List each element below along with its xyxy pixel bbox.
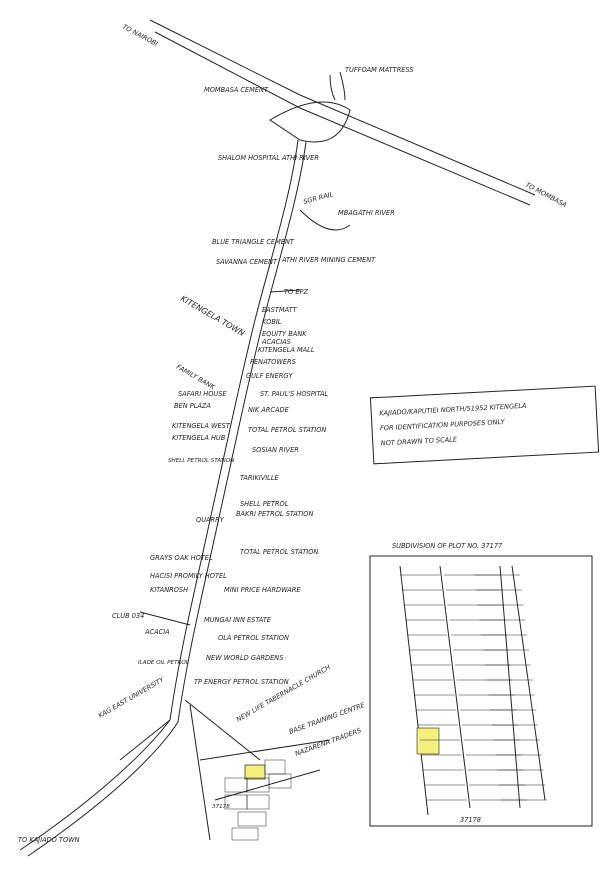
label-sosian-river: SOSIAN RIVER	[252, 446, 299, 454]
label-kag-east: KAG EAST UNIVERSITY	[97, 675, 166, 720]
label-bakri: BAKRI PETROL STATION	[236, 510, 313, 518]
map-labels: TO NAIROBI TO MOMBASA TO KAJIADO TOWN TU…	[18, 23, 569, 844]
subdivision-footer: 37178	[460, 816, 481, 824]
label-mini-price: MINI PRICE HARDWARE	[224, 586, 301, 594]
label-nik-arcade: NIK ARCADE	[248, 406, 290, 414]
label-penatowers: PENATOWERS	[250, 358, 296, 366]
main-road	[19, 139, 307, 857]
label-mombasa-cement: MOMBASA CEMENT	[204, 86, 269, 94]
label-nazarena: NAZARENA TRADERS	[294, 726, 362, 757]
subdivision-grid	[400, 574, 547, 801]
label-kitanrosh: KITANROSH	[150, 586, 188, 594]
label-blue-triangle: BLUE TRIANGLE CEMENT	[212, 238, 295, 246]
label-tarikiville: TARIKIVILLE	[240, 474, 280, 482]
label-sgr-rail: SGR RAIL	[302, 190, 334, 206]
label-kobil: KOBIL	[262, 318, 282, 326]
label-to-mombasa: TO MOMBASA	[524, 181, 568, 210]
identification-note: KAJIADO/KAPUTIEI NORTH/51952 KITENGELA F…	[369, 385, 600, 465]
label-club: CLUB 034	[112, 612, 144, 620]
label-family-bank: FAMILY BANK	[175, 363, 217, 392]
label-to-nairobi: TO NAIROBI	[121, 23, 159, 48]
label-athi-mining: ATHI RIVER MINING CEMENT	[281, 256, 376, 264]
label-ilade: ILADE OIL PETROL	[138, 660, 189, 666]
label-new-world: NEW WORLD GARDENS	[206, 654, 283, 662]
label-equity: EQUITY BANK	[262, 330, 307, 338]
label-acacias: ACACIAS	[261, 338, 291, 346]
note-line-2: FOR IDENTIFICATION PURPOSES ONLY	[380, 418, 506, 433]
label-eastmatt: EASTMATT	[262, 306, 298, 314]
label-mbagathi: MBAGATHI RIVER	[338, 209, 395, 217]
label-hacisi: HACISI PROMILY HOTEL	[150, 572, 227, 580]
label-ben-plaza: BEN PLAZA	[174, 402, 211, 410]
subdivision-inset: SUBDIVISION OF PLOT NO. 37177 37178	[369, 542, 593, 827]
note-line-1: KAJIADO/KAPUTIEI NORTH/51952 KITENGELA	[379, 402, 527, 418]
label-total-petrol2: TOTAL PETROL STATION	[240, 548, 318, 556]
label-st-pauls: ST. PAUL'S HOSPITAL	[260, 390, 329, 398]
label-kitengela-hub: KITENGELA HUB	[172, 434, 226, 442]
label-quarry: QUARRY	[196, 516, 225, 524]
label-ola: OLA PETROL STATION	[218, 634, 289, 642]
label-bottom-plot: 37178	[212, 804, 230, 810]
label-tp-energy: TP ENERGY PETROL STATION	[194, 678, 289, 686]
label-mungai: MUNGAI INN ESTATE	[204, 616, 272, 624]
label-to-epz: TO EPZ	[284, 288, 308, 296]
label-shell-petrol: SHELL PETROL	[240, 500, 289, 508]
subdivision-highlighted-plot	[416, 727, 440, 755]
label-kitengela-town: KITENGELA TOWN	[179, 294, 246, 338]
label-new-life: NEW LIFE TABERNACLE CHURCH	[235, 663, 332, 724]
label-shell-station: SHELL PETROL STATION	[168, 458, 235, 464]
subdivision-title: SUBDIVISION OF PLOT NO. 37177	[392, 542, 503, 550]
label-shalom: SHALOM HOSPITAL ATHI RIVER	[218, 154, 319, 162]
highlighted-plot	[244, 764, 266, 780]
label-acacia: ACACIA	[144, 628, 170, 636]
label-tuffoam: TUFFOAM MATTRESS	[345, 66, 414, 74]
label-savannah: SAVANNA CEMENT	[216, 258, 278, 266]
label-total-petrol: TOTAL PETROL STATION	[248, 426, 326, 434]
plot-cluster	[224, 759, 292, 841]
label-gulf: GULF ENERGY	[246, 372, 293, 380]
highway	[149, 19, 536, 206]
label-to-kajiado: TO KAJIADO TOWN	[18, 836, 80, 844]
label-kitengela-west: KITENGELA WEST	[172, 422, 231, 430]
subdivision-frame	[369, 555, 593, 827]
label-safari-house: SAFARI HOUSE	[178, 390, 227, 398]
label-kitengela-mall: KITENGELA MALL	[258, 346, 315, 354]
label-greys-oak: GRAYS OAK HOTEL	[150, 554, 213, 562]
note-line-3: NOT DRAWN TO SCALE	[381, 435, 458, 447]
